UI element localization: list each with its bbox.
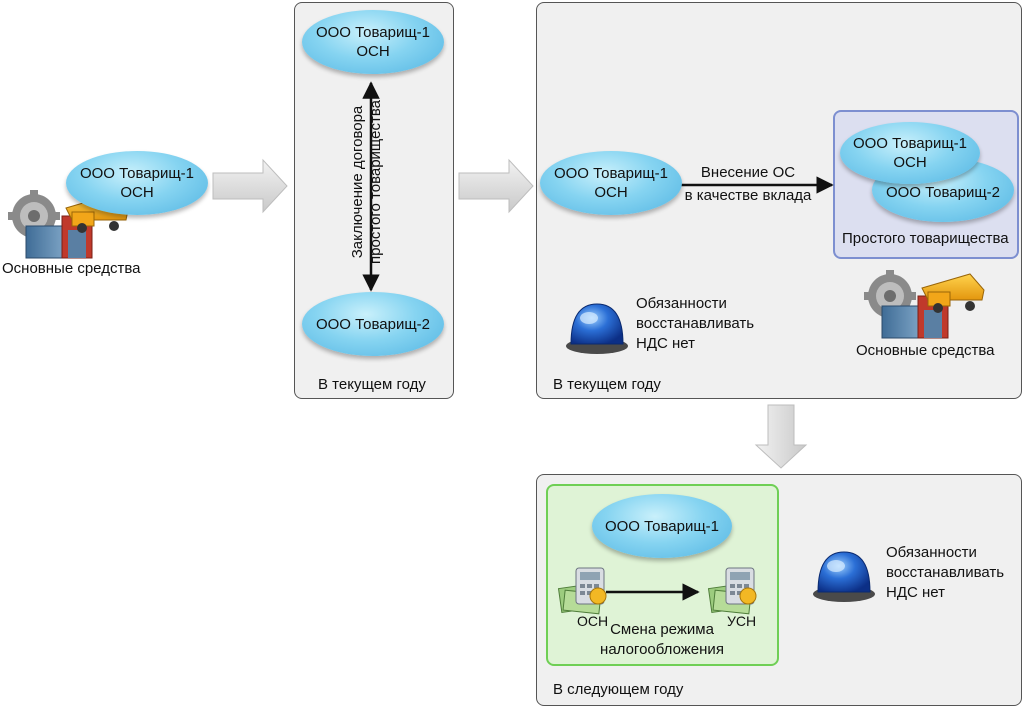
obligation-line-3: НДС нет [636,335,695,352]
company-name: ООО Товарищ-1 [79,165,195,182]
siren-icon [566,303,628,354]
flow-arrow-down [754,404,808,469]
fixed-assets-icon-partnership [864,270,985,339]
panel3-caption: В следующем году [553,681,684,698]
tax-regime: ОСН [120,184,154,201]
company-name: ООО Товарищ-2 [885,183,1001,201]
contribution-label-line-1: Внесение ОС [700,164,796,181]
obligation-text-next-year: Обязанности восстанавливать НДС нет [886,543,1004,603]
obligation-text: Обязанности восстанавливать НДС нет [636,294,754,354]
panel2-caption: В текущем году [553,376,661,393]
company1-node-initial: ООО Товарищ-1 ОСН [66,151,208,215]
fixed-assets-label-partnership: Основные средства [856,342,995,359]
siren-icon-next-year [813,551,875,602]
obligation-line-2: восстанавливать [636,315,755,332]
partnership-caption: Простого товарищества [842,230,1009,247]
obligation-line-2: восстанавливать [886,564,1005,581]
tax-regime: ОСН [893,154,927,171]
company2-node-contract: ООО Товарищ-2 [302,292,444,356]
flow-arrow-1 [212,158,288,214]
contribution-label-line-2: в качестве вклада [684,187,812,204]
obligation-line-3: НДС нет [886,584,945,601]
company-name: ООО Товарищ-1 [852,135,968,152]
regime-from-label: ОСН [577,613,609,629]
contribution-label: Внесение ОС в качестве вклада [676,163,820,206]
regime-change-line-1: Смена режима [610,621,714,638]
regime-to-label: УСН [727,613,757,629]
panel1-caption: В текущем году [318,376,426,393]
regime-change-line-2: налогообложения [600,641,724,658]
company1-node-contribution: ООО Товарищ-1 ОСН [540,151,682,215]
contract-label-line-1: Заключение договора [349,105,366,259]
calculator-money-icon-osn [557,567,607,615]
company-name: ООО Товарищ-1 [604,517,720,535]
contract-label-line-2: простого товарищества [367,100,384,264]
regime-change-label: Смена режима налогообложения [596,620,728,660]
calculator-money-icon-usn [707,567,757,615]
company-name: ООО Товарищ-1 [315,24,431,41]
tax-regime: ОСН [356,43,390,60]
tax-regime: ОСН [594,184,628,201]
obligation-line-1: Обязанности [636,295,727,312]
company1-node-contract: ООО Товарищ-1 ОСН [302,10,444,74]
obligation-line-1: Обязанности [886,544,977,561]
company-name: ООО Товарищ-1 [553,165,669,182]
company-name: ООО Товарищ-2 [315,315,431,333]
company1-node-partnership: ООО Товарищ-1 ОСН [840,122,980,184]
fixed-assets-label: Основные средства [2,260,141,277]
flow-arrow-2 [458,158,534,214]
company1-node-next-year: ООО Товарищ-1 [592,494,732,558]
